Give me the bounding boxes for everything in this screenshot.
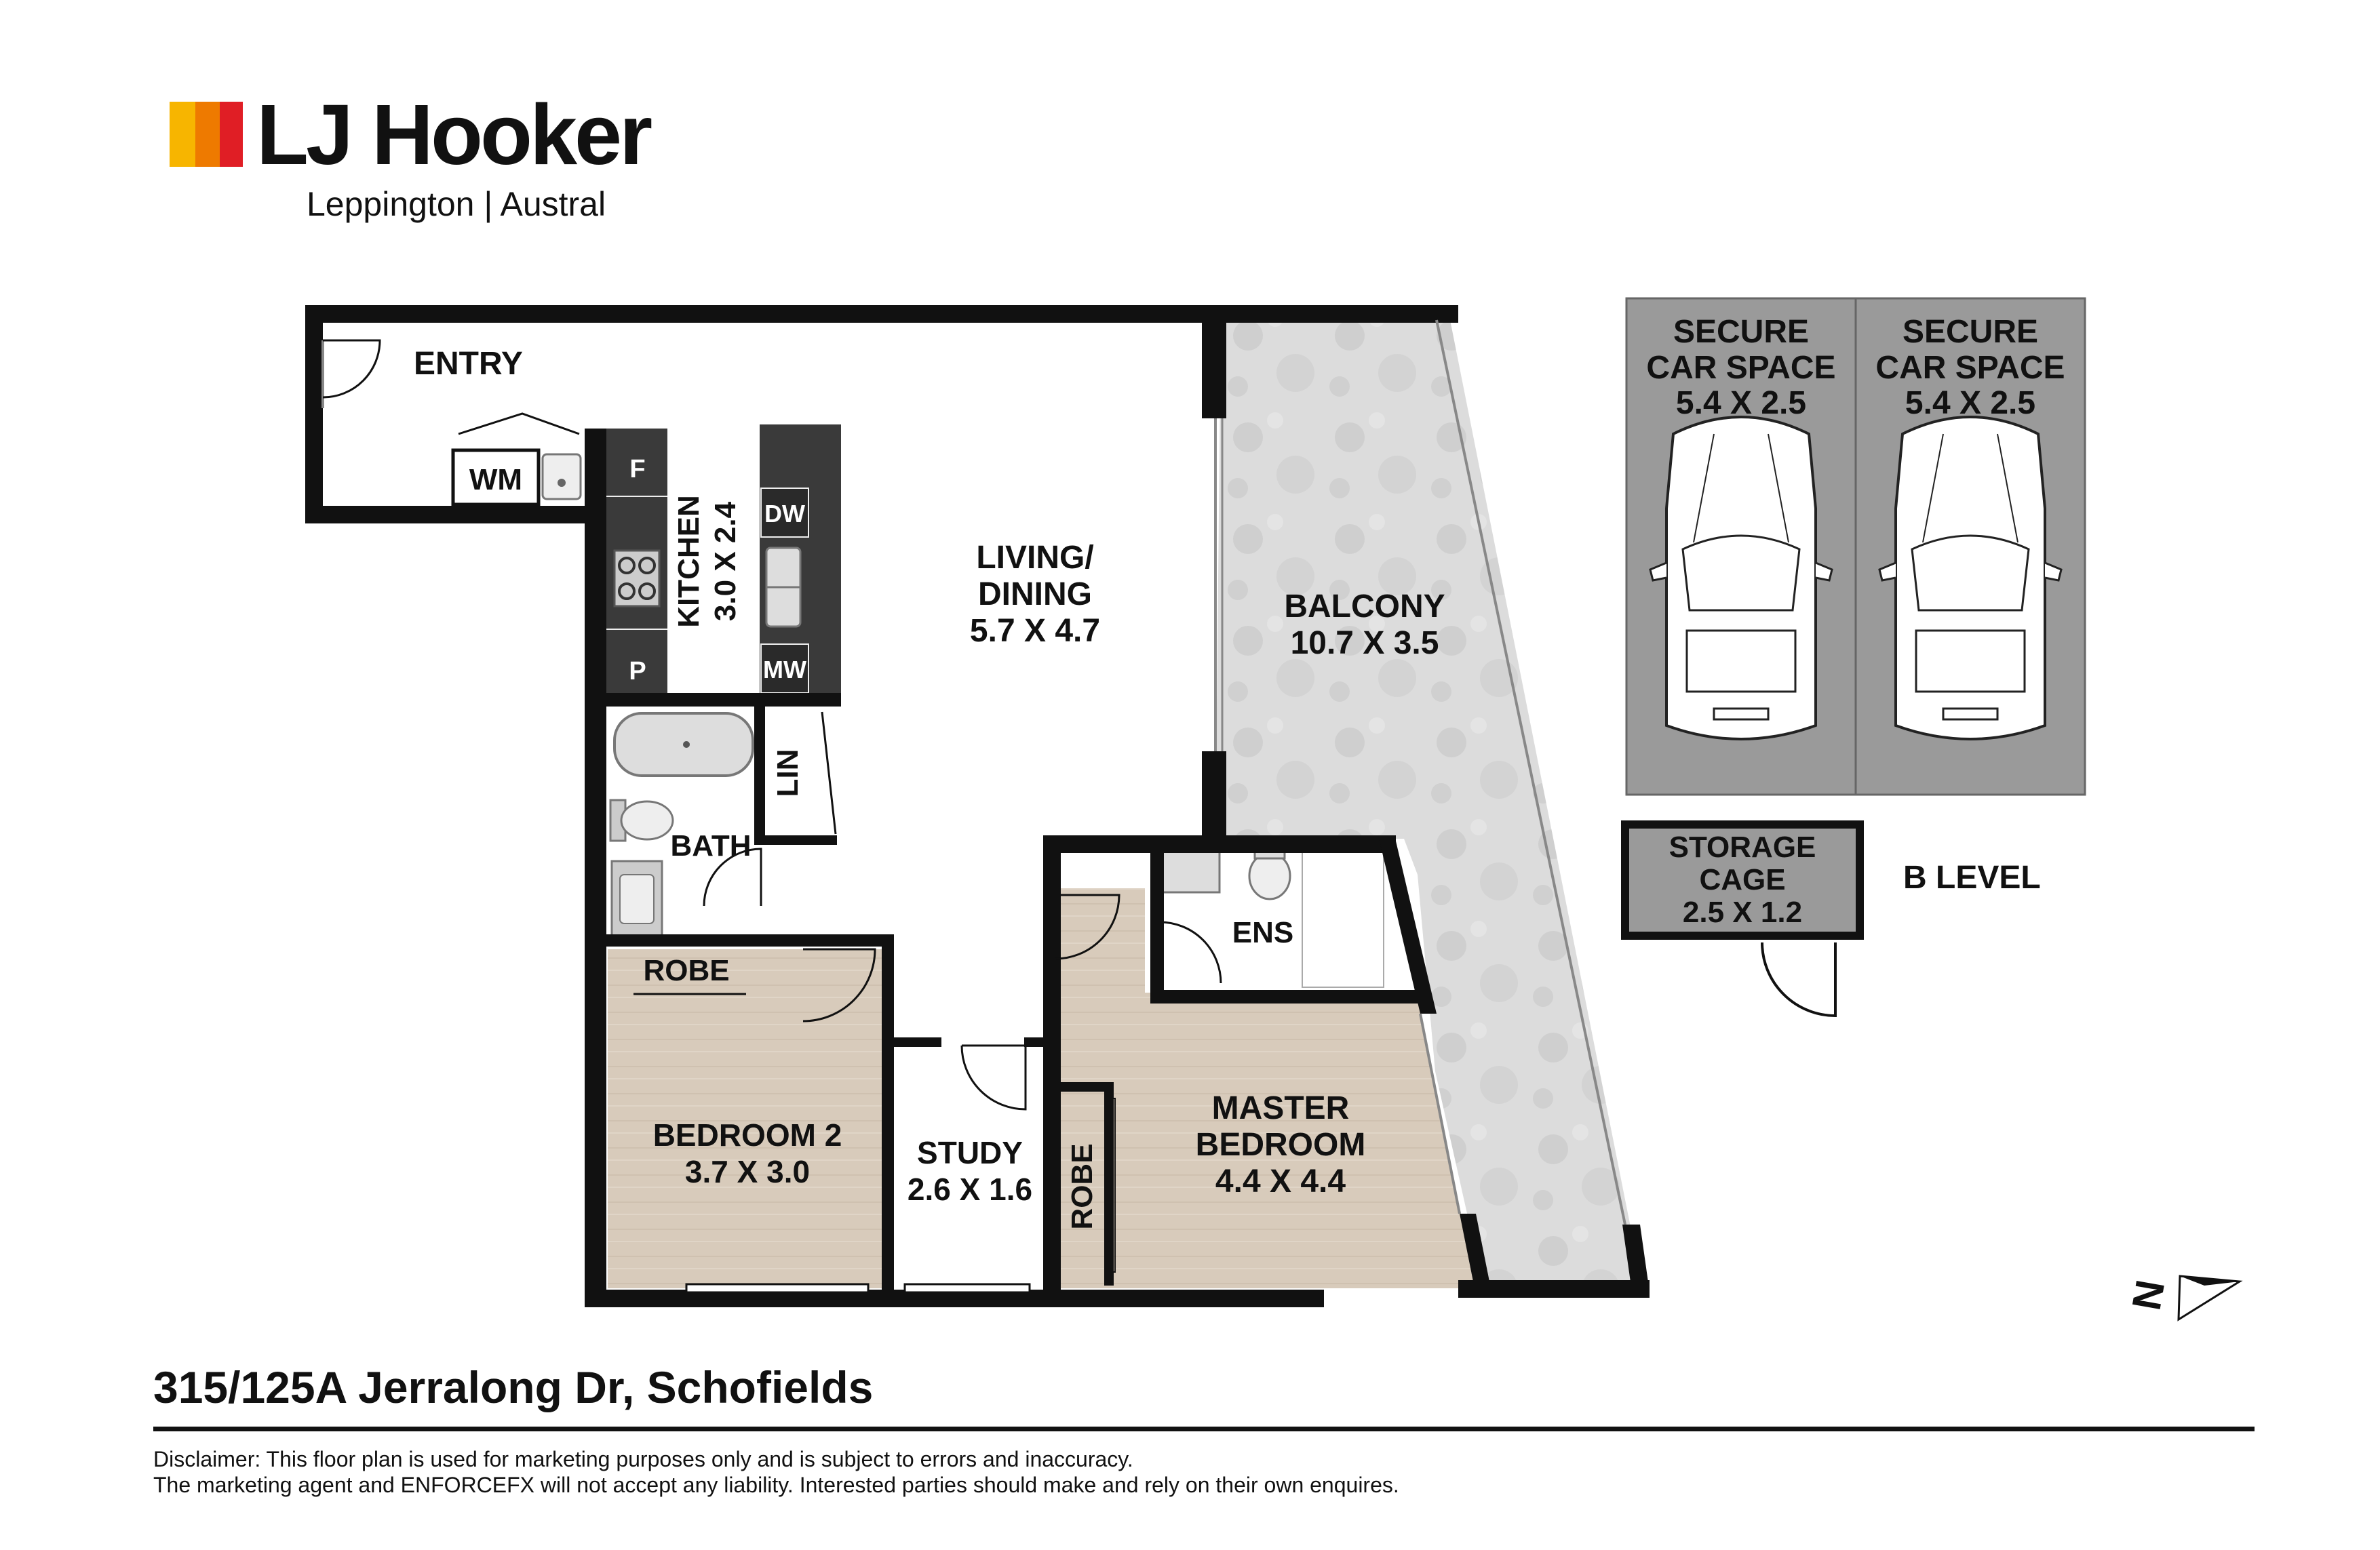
storage-cage: STORAGE CAGE 2.5 X 1.2: [1621, 820, 1864, 1018]
washing-machine-box: [451, 448, 541, 506]
car-space-2-size: 5.4 X 2.5: [1905, 385, 2035, 421]
study-size: 2.6 X 1.6: [908, 1172, 1032, 1207]
logo-bar-red: [220, 102, 243, 167]
laundry-sink-icon: [541, 453, 582, 500]
lin-label: LIN: [771, 749, 804, 797]
car-space-1-line1: SECURE: [1673, 314, 1809, 350]
car-space-1-size: 5.4 X 2.5: [1676, 385, 1806, 421]
divider: [153, 1427, 2255, 1431]
robe-bedroom2-label: ROBE: [643, 954, 729, 987]
level-label: B LEVEL: [1903, 860, 2041, 896]
master-floor: [1058, 888, 1475, 1288]
parking-area: SECURE CAR SPACE 5.4 X 2.5 SECURE CAR SP…: [1625, 297, 2086, 796]
windows: [321, 319, 1626, 1294]
storage-size: 2.5 X 1.2: [1683, 896, 1802, 929]
living-size: 5.7 X 4.7: [970, 613, 1100, 649]
doors: [322, 339, 1222, 1111]
brand-logo: LJ Hooker Leppington | Austral: [170, 87, 655, 223]
bedroom2-floor: [608, 949, 893, 1288]
vanity-icon: [610, 860, 663, 938]
master-label-line1: MASTER: [1212, 1090, 1350, 1126]
car-icon: [1878, 416, 2063, 740]
brand-office: Leppington | Austral: [307, 185, 606, 223]
microwave-label: MW: [763, 656, 806, 683]
cooktop-icon: [613, 549, 661, 608]
car-space-2-line1: SECURE: [1903, 314, 2038, 350]
wm-label: WM: [469, 463, 522, 496]
storage-line1: STORAGE: [1669, 831, 1816, 864]
property-address: 315/125A Jerralong Dr, Schofields: [153, 1362, 874, 1412]
study-label: STUDY: [917, 1135, 1023, 1170]
compass-letter: N: [2124, 1277, 2174, 1313]
bedroom2-size: 3.7 X 3.0: [685, 1154, 810, 1189]
disclaimer-line1: Disclaimer: This floor plan is used for …: [153, 1447, 1133, 1471]
living-label-line1: LIVING/: [976, 540, 1093, 576]
bedroom2-label: BEDROOM 2: [653, 1117, 842, 1153]
storage-line2: CAGE: [1699, 863, 1785, 896]
ensuite-vanity-icon: [1158, 850, 1221, 894]
toilet-icon: [609, 799, 674, 842]
brand-name: LJ Hooker: [256, 87, 652, 182]
dishwasher-label: DW: [764, 500, 805, 528]
ensuite-label: ENS: [1232, 916, 1293, 949]
shower-icon: [1302, 851, 1384, 988]
bath-label: BATH: [671, 829, 752, 862]
north-arrow-icon: N: [2124, 1275, 2243, 1322]
entry-label: ENTRY: [414, 346, 523, 382]
storage-door: [1761, 942, 1837, 1018]
robe-master-rail: [1108, 1098, 1116, 1273]
dishwasher-box: [760, 488, 809, 538]
disclaimer-line2: The marketing agent and ENFORCEFX will n…: [153, 1473, 1399, 1497]
car-space-1-line2: CAR SPACE: [1646, 350, 1835, 386]
kitchen-size: 3.0 X 2.4: [709, 501, 742, 621]
fridge-label: F: [629, 455, 645, 483]
car-icon: [1649, 416, 1833, 740]
master-size: 4.4 X 4.4: [1215, 1164, 1346, 1199]
car-space-2-line2: CAR SPACE: [1875, 350, 2065, 386]
logo-bar-yellow: [170, 102, 195, 167]
robe-master-label: ROBE: [1066, 1143, 1099, 1229]
balcony-size: 10.7 X 3.5: [1291, 625, 1439, 661]
microwave-box: [760, 643, 809, 694]
balcony-label: BALCONY: [1284, 589, 1445, 624]
pantry-label: P: [629, 657, 646, 685]
balcony-floor: [1215, 320, 1644, 1295]
master-label-line2: BEDROOM: [1196, 1127, 1366, 1163]
living-label-line2: DINING: [978, 576, 1092, 612]
logo-bar-orange: [195, 102, 220, 167]
kitchen-label: KITCHEN: [672, 495, 705, 628]
